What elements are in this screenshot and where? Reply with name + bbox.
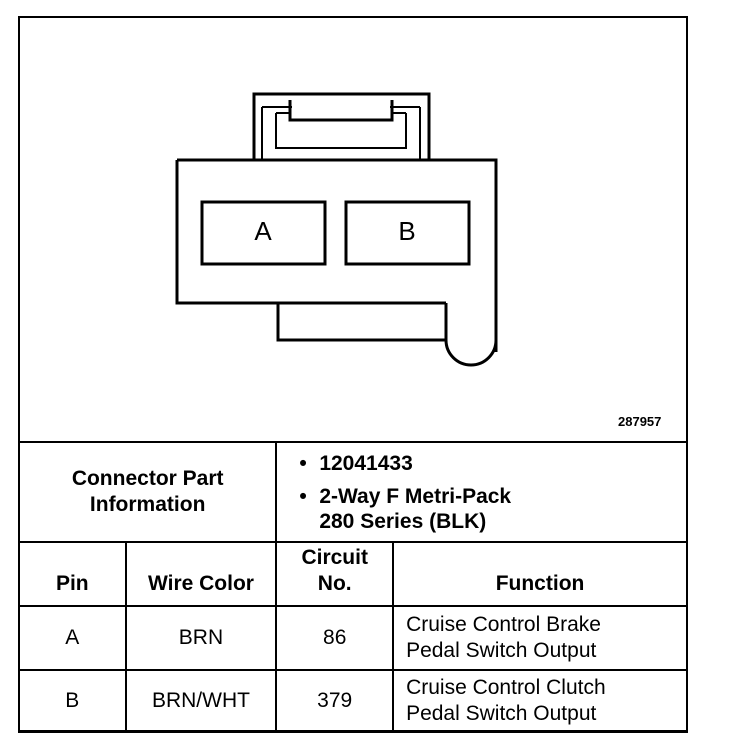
cavity-label-a: A [254,216,272,246]
connector-info-table: Connector Part Information •12041433 •2-… [17,441,688,733]
function-cell: Cruise Control Brake Pedal Switch Output [392,605,688,671]
connector-body [175,158,498,352]
pin-table-header: Pin Wire Color Circuit No. Function [18,541,688,607]
part-number: 12041433 [319,451,413,475]
circuit-cell: 86 [275,605,395,671]
cavity-b [344,200,471,266]
header-circuit-line1: Circuit [301,546,368,569]
pin-cell: B [18,669,127,733]
connector-face-drawing: A B [175,92,498,367]
pin-cell: A [18,605,127,671]
header-wire-color: Wire Color [124,541,278,607]
function-line1: Cruise Control Clutch [406,676,606,699]
header-function: Function [392,541,688,607]
part-info-row: Connector Part Information •12041433 •2-… [17,441,688,543]
part-info-label-line2: Information [89,493,206,516]
part-details-cell: •12041433 •2-Way F Metri-Pack 280 Series… [275,441,688,543]
wire-color-cell: BRN [124,605,278,671]
part-info-label-line1: Connector Part [71,467,224,490]
wire-color-cell: BRN/WHT [124,669,278,733]
part-type: 2-Way F Metri-Pack [319,484,512,508]
circuit-cell: 379 [275,669,395,733]
connector-latch [252,92,431,160]
figure-number: 287957 [618,414,662,429]
cavity-a [200,200,327,266]
cavity-label-b: B [398,216,415,246]
function-line2: Pedal Switch Output [406,639,597,662]
function-line1: Cruise Control Brake [406,613,601,636]
function-line2: Pedal Switch Output [406,702,597,725]
table-row: A BRN 86 Cruise Control Brake Pedal Swit… [18,605,688,671]
connector-key-tab [276,303,498,367]
function-cell: Cruise Control Clutch Pedal Switch Outpu… [392,669,688,733]
header-circuit-no: Circuit No. [275,541,395,607]
part-series: 280 Series (BLK) [319,509,487,533]
table-row: B BRN/WHT 379 Cruise Control Clutch Peda… [18,669,688,733]
header-circuit-line2: No. [317,572,352,595]
part-info-label-cell: Connector Part Information [17,441,278,543]
connector-latch-inner [288,100,394,122]
header-pin: Pin [18,541,127,607]
